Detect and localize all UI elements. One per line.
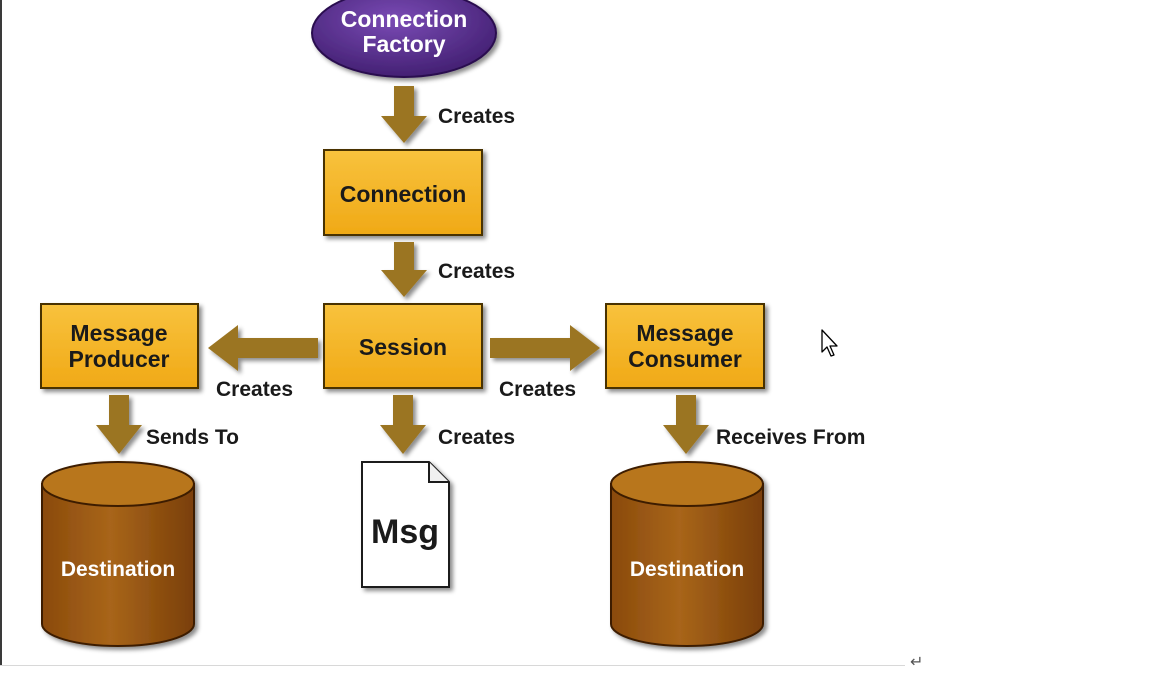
bottom-border [0, 665, 905, 666]
message-producer-node: Message Producer [40, 303, 199, 389]
connection-factory-node: Connection Factory [311, 0, 497, 78]
arrow-producer-to-destination [96, 395, 142, 454]
message-producer-label-line-2: Producer [69, 346, 170, 372]
message-document-label: Msg [371, 513, 439, 551]
arrow-session-to-producer [208, 325, 318, 371]
edge-label-connection-to-session: Creates [438, 260, 515, 283]
edge-label-producer-to-destination: Sends To [146, 426, 239, 449]
destination-left-label: Destination [61, 558, 175, 581]
edge-label-session-to-message: Creates [438, 426, 515, 449]
connection-label: Connection [340, 181, 467, 207]
connection-factory-label-line-1: Connection [341, 6, 468, 32]
session-label: Session [359, 334, 447, 360]
return-arrow-icon: ↵ [910, 652, 924, 671]
session-node: Session [323, 303, 483, 389]
destination-left-node [41, 461, 195, 647]
arrow-factory-to-connection [381, 86, 427, 143]
message-producer-label-line-1: Message [70, 320, 167, 346]
edge-label-session-to-producer: Creates [216, 378, 293, 401]
arrow-consumer-to-destination [663, 395, 709, 454]
edge-label-factory-to-connection: Creates [438, 105, 515, 128]
destination-right-node [610, 461, 764, 647]
mouse-pointer-icon [821, 329, 838, 357]
message-consumer-label-line-2: Consumer [628, 346, 742, 372]
connection-factory-label-line-2: Factory [362, 31, 445, 57]
message-consumer-node: Message Consumer [605, 303, 765, 389]
destination-right-label: Destination [630, 558, 744, 581]
arrow-session-to-message [380, 395, 426, 454]
left-border [0, 0, 2, 666]
edge-label-consumer-to-destination: Receives From [716, 426, 865, 449]
message-consumer-label-line-1: Message [636, 320, 733, 346]
message-document-node [361, 461, 450, 588]
arrow-session-to-consumer [490, 325, 600, 371]
connection-node: Connection [323, 149, 483, 236]
edge-label-session-to-consumer: Creates [499, 378, 576, 401]
arrow-connection-to-session [381, 242, 427, 297]
